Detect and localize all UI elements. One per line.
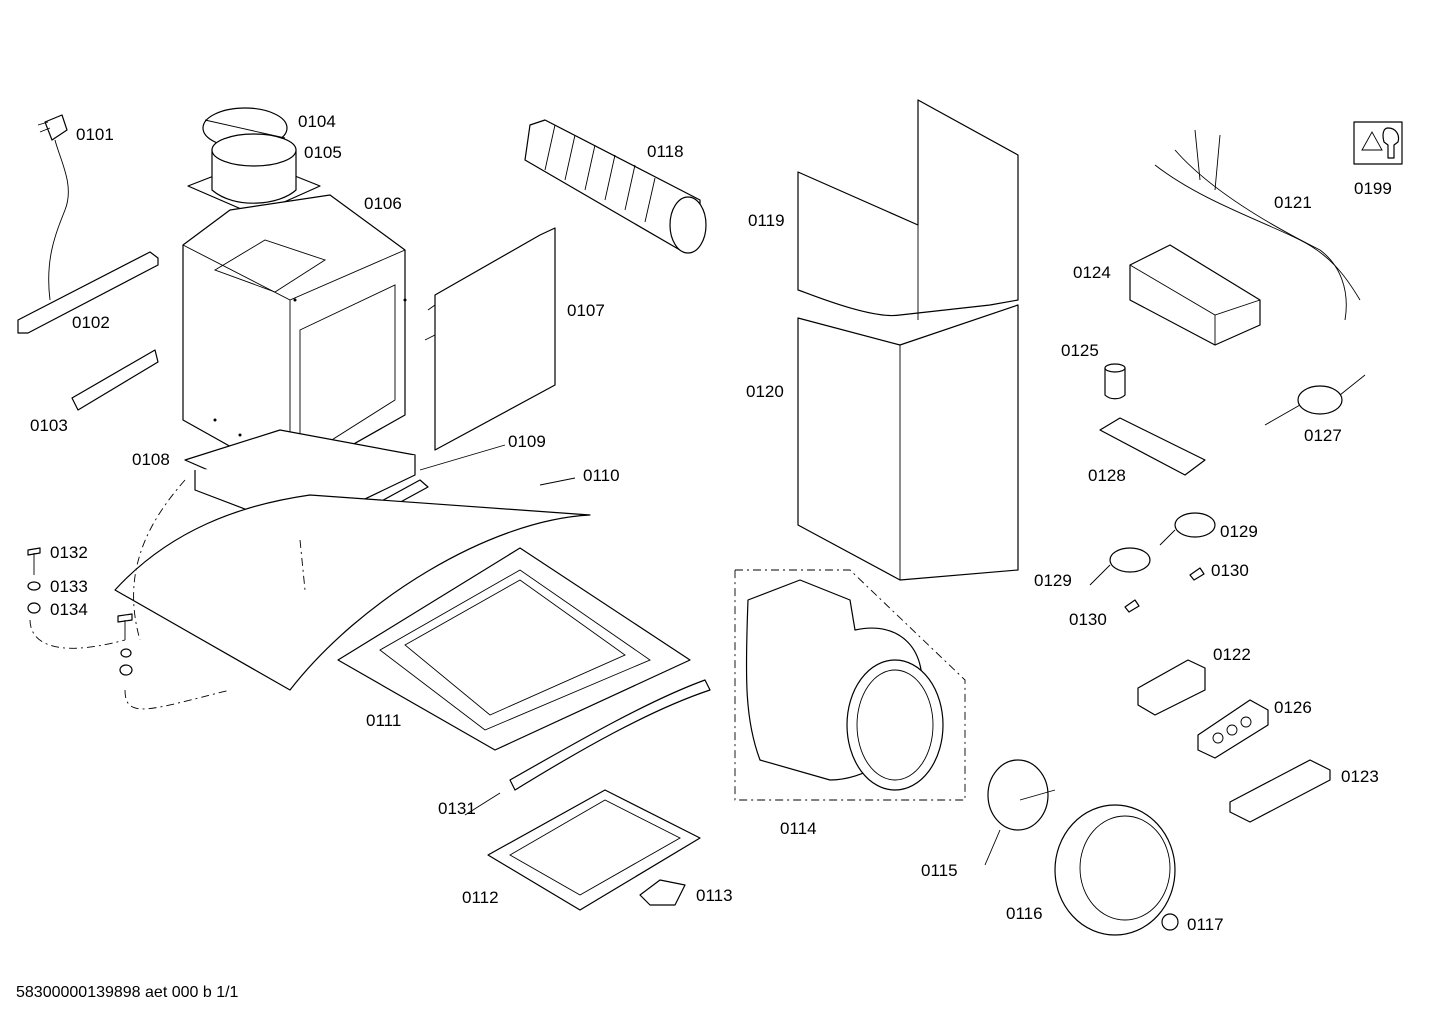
part-label-0132: 0132 bbox=[50, 543, 88, 562]
part-0121-wiring-harness bbox=[1154, 129, 1361, 321]
part-label-0122: 0122 bbox=[1213, 645, 1251, 664]
part-0103-mounting-plate bbox=[71, 349, 159, 411]
part-label-0127: 0127 bbox=[1304, 426, 1342, 445]
part-0127-lamp-unit bbox=[1264, 374, 1366, 426]
part-label-0130: 0130 bbox=[1211, 561, 1249, 580]
part-0132-0134-fasteners bbox=[27, 547, 231, 710]
part-label-0104: 0104 bbox=[298, 112, 336, 131]
part-label-0117: 0117 bbox=[1187, 915, 1224, 934]
part-0112-grease-filter bbox=[487, 789, 701, 911]
part-label-0130-b: 0130 bbox=[1069, 610, 1107, 629]
part-0111-filter-frame bbox=[337, 547, 691, 751]
part-0102-wall-bracket bbox=[17, 251, 159, 334]
part-0101-power-plug bbox=[37, 114, 69, 301]
part-0129-lamp bbox=[1089, 512, 1216, 586]
part-label-0124: 0124 bbox=[1073, 263, 1111, 282]
part-label-0115: 0115 bbox=[921, 861, 958, 880]
part-0126-switch bbox=[1197, 699, 1269, 759]
part-label-0110: 0110 bbox=[583, 466, 620, 485]
part-label-0120: 0120 bbox=[746, 382, 784, 401]
part-0118-flexible-duct bbox=[524, 119, 707, 254]
part-label-0126: 0126 bbox=[1274, 698, 1312, 717]
part-label-0112: 0112 bbox=[462, 888, 499, 907]
part-0130-bulb bbox=[1124, 567, 1205, 613]
part-0131-control-strip bbox=[509, 679, 711, 791]
part-label-0101: 0101 bbox=[76, 125, 114, 144]
part-0113-filter-handle bbox=[639, 879, 686, 906]
part-label-0102: 0102 bbox=[72, 313, 110, 332]
part-label-0113: 0113 bbox=[696, 886, 733, 905]
part-label-0129-b: 0129 bbox=[1034, 571, 1072, 590]
document-code: 58300000139898 aet 000 b 1/1 bbox=[16, 984, 239, 1001]
part-label-0199: 0199 bbox=[1354, 179, 1392, 198]
part-label-0108: 0108 bbox=[132, 450, 170, 469]
part-label-0123: 0123 bbox=[1341, 767, 1379, 786]
part-0114-blower-housing bbox=[734, 569, 966, 801]
part-0104-0105-duct-collar bbox=[187, 107, 321, 216]
part-label-0109: 0109 bbox=[508, 432, 546, 451]
part-0115-motor bbox=[984, 759, 1056, 866]
part-label-0128: 0128 bbox=[1088, 466, 1126, 485]
part-label-0114: 0114 bbox=[780, 819, 817, 838]
part-0128-plate bbox=[1099, 417, 1206, 476]
part-label-0121: 0121 bbox=[1274, 193, 1312, 212]
part-0125-capacitor bbox=[1104, 363, 1126, 400]
part-0116-fan-wheel bbox=[1054, 804, 1176, 936]
part-label-0105: 0105 bbox=[304, 143, 342, 162]
part-label-0103: 0103 bbox=[30, 416, 68, 435]
part-0110-glass-canopy bbox=[114, 479, 591, 691]
part-0124-electronics-box bbox=[1129, 244, 1261, 346]
part-0117-nut bbox=[1161, 913, 1179, 931]
wrench-icon bbox=[1353, 121, 1403, 165]
part-0119-upper-chimney bbox=[797, 99, 1019, 320]
part-label-0118: 0118 bbox=[647, 142, 684, 161]
leader-lines bbox=[419, 444, 576, 816]
part-label-0129: 0129 bbox=[1220, 522, 1258, 541]
part-label-0125: 0125 bbox=[1061, 341, 1099, 360]
part-label-0111: 0111 bbox=[366, 711, 401, 730]
part-0107-side-panel bbox=[424, 227, 556, 451]
part-label-0134: 0134 bbox=[50, 600, 88, 619]
part-label-0131: 0131 bbox=[438, 799, 476, 818]
part-0123-connector bbox=[1229, 759, 1331, 823]
part-label-0133: 0133 bbox=[50, 577, 88, 596]
part-0122-switch-box bbox=[1137, 659, 1206, 716]
part-label-0116: 0116 bbox=[1006, 904, 1043, 923]
part-label-0107: 0107 bbox=[567, 301, 605, 320]
part-0120-lower-chimney bbox=[797, 304, 1019, 581]
part-label-0106: 0106 bbox=[364, 194, 402, 213]
part-label-0119: 0119 bbox=[748, 211, 785, 230]
